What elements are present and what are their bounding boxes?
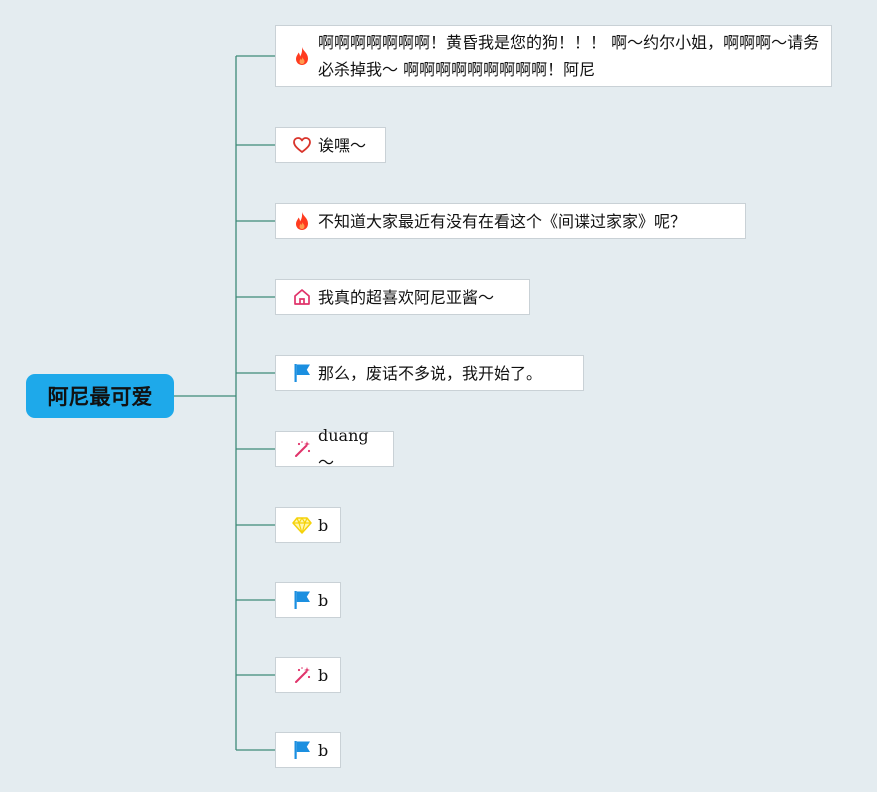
- branch-topic-5[interactable]: 那么，废话不多说，我开始了。: [275, 355, 584, 391]
- branch-label: 不知道大家最近有没有在看这个《间谍过家家》呢？: [318, 211, 687, 231]
- branch-label: duang～: [318, 426, 369, 472]
- branch-label: 我真的超喜欢阿尼亚酱～: [318, 287, 495, 307]
- branch-topic-9[interactable]: b: [275, 657, 341, 693]
- branch-label: b: [318, 665, 329, 685]
- branch-topic-7[interactable]: b: [275, 507, 341, 543]
- branch-topic-4[interactable]: 我真的超喜欢阿尼亚酱～: [275, 279, 530, 315]
- magic-wand-icon: [292, 665, 312, 685]
- magic-wand-icon: [292, 439, 312, 459]
- branch-label: b: [318, 740, 329, 760]
- branch-topic-6[interactable]: duang～: [275, 426, 394, 472]
- branch-label: 啊啊啊啊啊啊啊！黄昏我是您的狗！！！ 啊～约尔小姐，啊啊啊～请务必杀掉我～ 啊啊…: [318, 33, 820, 79]
- branch-topic-3[interactable]: 不知道大家最近有没有在看这个《间谍过家家》呢？: [275, 203, 746, 239]
- fire-icon: [292, 211, 312, 231]
- branch-topic-2[interactable]: 诶嘿～: [275, 127, 386, 163]
- diamond-icon: [292, 515, 312, 535]
- branch-label: b: [318, 590, 329, 610]
- branch-label: 诶嘿～: [318, 135, 367, 155]
- home-icon: [292, 287, 312, 307]
- flag-icon: [292, 590, 312, 610]
- fire-icon: [292, 46, 312, 66]
- heart-icon: [292, 135, 312, 155]
- flag-icon: [292, 363, 312, 383]
- branch-topic-10[interactable]: b: [275, 732, 341, 768]
- branch-topic-8[interactable]: b: [275, 582, 341, 618]
- flag-icon: [292, 740, 312, 760]
- branch-label: 那么，废话不多说，我开始了。: [318, 363, 543, 383]
- root-topic[interactable]: 阿尼最可爱: [26, 374, 174, 418]
- branch-label: b: [318, 515, 329, 535]
- branch-topic-1[interactable]: 啊啊啊啊啊啊啊！黄昏我是您的狗！！！ 啊～约尔小姐，啊啊啊～请务必杀掉我～ 啊啊…: [275, 25, 832, 87]
